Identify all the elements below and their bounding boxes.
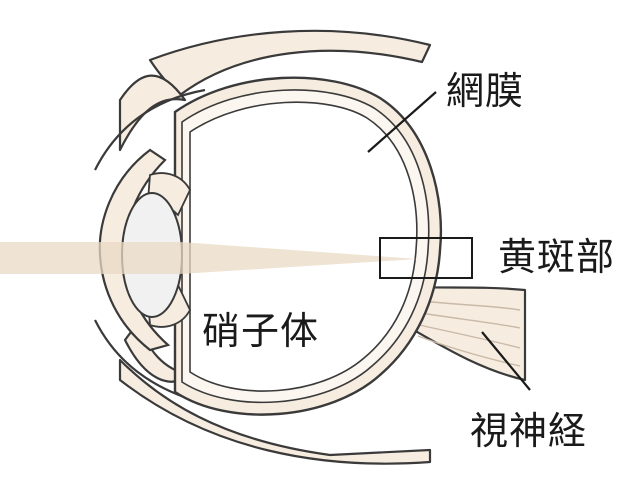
vitreous-label: 硝子体	[202, 309, 320, 353]
upper-eyelid-fold	[118, 74, 187, 152]
vitreous-body	[189, 101, 418, 392]
optic-nerve-label: 視神経	[470, 409, 588, 453]
optic-nerve-fibers	[414, 299, 521, 367]
optic-nerve-leader-line	[481, 331, 531, 391]
upper-lid-crease	[94, 88, 206, 171]
lower-eyelid-tissue	[118, 358, 432, 465]
macula-callout-box	[379, 237, 473, 279]
retina-leader-line	[367, 91, 437, 153]
macula-label: 黄斑部	[498, 235, 616, 279]
retina-label: 網膜	[446, 69, 525, 113]
light-beam	[0, 242, 418, 274]
